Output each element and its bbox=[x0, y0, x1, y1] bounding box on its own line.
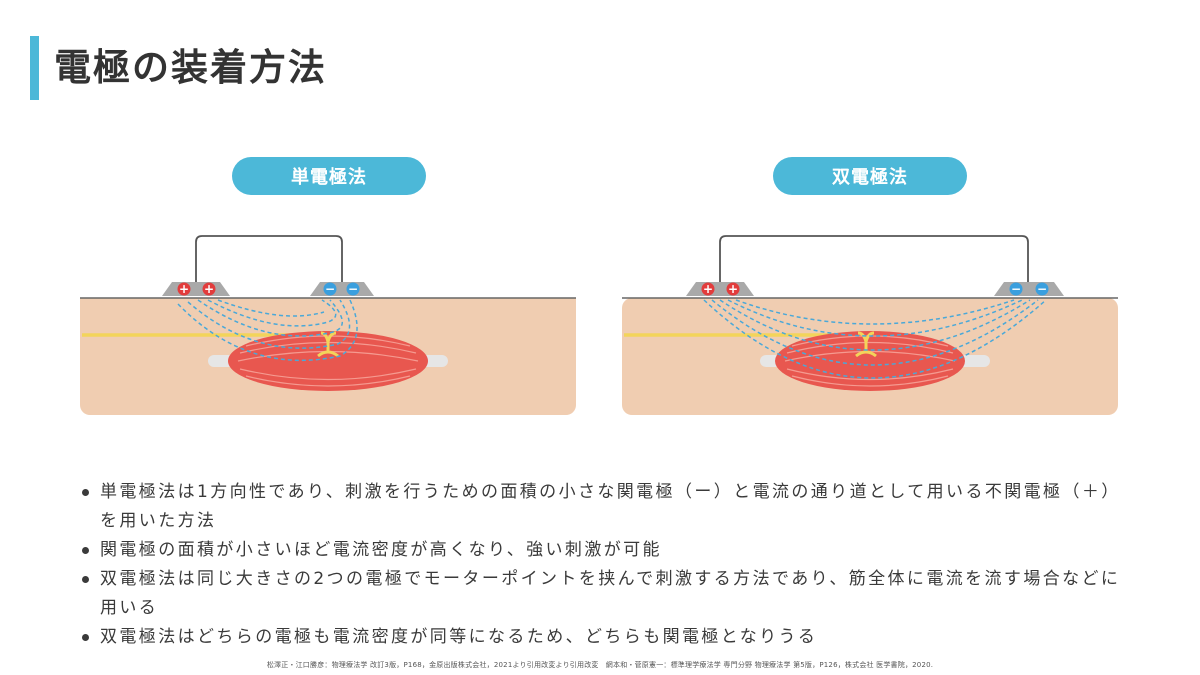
bipolar-diagram: + + − − bbox=[622, 235, 1118, 415]
plus-symbol: + bbox=[179, 282, 189, 296]
minus-symbol: − bbox=[325, 282, 335, 296]
minus-icon bbox=[1035, 282, 1049, 296]
plus-icon bbox=[701, 282, 715, 296]
plus-electrode: + + bbox=[162, 282, 230, 296]
minus-icon bbox=[1009, 282, 1023, 296]
minus-electrode: − − bbox=[310, 282, 374, 296]
plus-icon bbox=[202, 282, 216, 296]
minus-electrode: − − bbox=[994, 282, 1064, 296]
lead-wire bbox=[195, 235, 343, 282]
minus-symbol: − bbox=[1011, 282, 1021, 296]
minus-symbol: − bbox=[348, 282, 358, 296]
plus-icon bbox=[177, 282, 191, 296]
lead-wire bbox=[719, 235, 1029, 282]
method-label-monopolar: 単電極法 bbox=[232, 157, 426, 195]
minus-icon bbox=[323, 282, 337, 296]
list-item: 単電極法は1方向性であり、刺激を行うための面積の小さな関電極（ー）と電流の通り道… bbox=[78, 478, 1138, 536]
plus-electrode: + + bbox=[686, 282, 754, 296]
monopolar-diagram: + + − − bbox=[80, 235, 576, 415]
plus-symbol: + bbox=[703, 282, 713, 296]
list-item: 関電極の面積が小さいほど電流密度が高くなり、強い刺激が可能 bbox=[78, 536, 1138, 565]
plus-icon bbox=[726, 282, 740, 296]
method-label-bipolar: 双電極法 bbox=[773, 157, 967, 195]
minus-symbol: − bbox=[1037, 282, 1047, 296]
citation: 松澤正・江口勝彦：物理療法学 改訂3版，P168，金原出版株式会社，2021より… bbox=[266, 661, 934, 669]
list-item: 双電極法は同じ大きさの2つの電極でモーターポイントを挟んで刺激する方法であり、筋… bbox=[78, 565, 1138, 623]
plus-symbol: + bbox=[204, 282, 214, 296]
current-lines bbox=[177, 299, 358, 362]
current-lines bbox=[703, 299, 1047, 379]
explanation-list: 単電極法は1方向性であり、刺激を行うための面積の小さな関電極（ー）と電流の通り道… bbox=[78, 478, 1138, 652]
plus-symbol: + bbox=[728, 282, 738, 296]
list-item: 双電極法はどちらの電極も電流密度が同等になるため、どちらも関電極となりうる bbox=[78, 623, 1138, 652]
page-title: 電極の装着方法 bbox=[54, 46, 327, 89]
title-accent-bar bbox=[30, 36, 39, 100]
minus-icon bbox=[346, 282, 360, 296]
